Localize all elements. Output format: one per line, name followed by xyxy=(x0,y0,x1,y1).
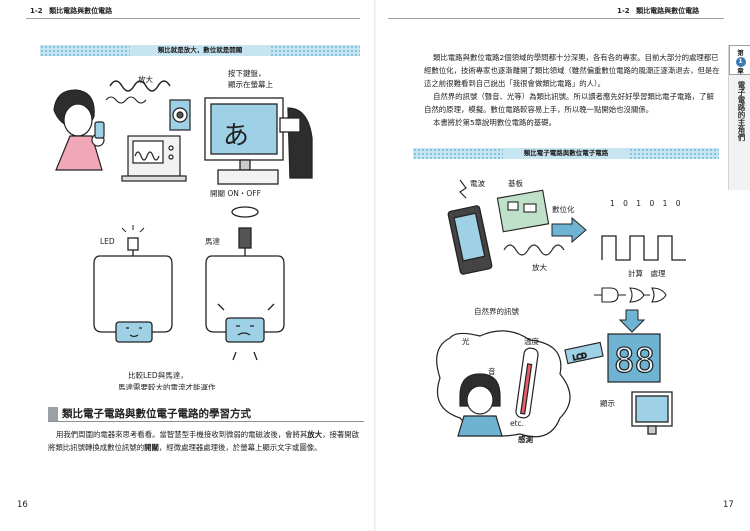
digital-pulse xyxy=(601,235,686,261)
sensor-label: 感測 xyxy=(518,434,533,444)
press-key-label-1: 按下鍵盤， xyxy=(228,68,266,78)
page-number-left: 16 xyxy=(17,500,28,510)
calc-label: 計算 處理 xyxy=(628,268,666,278)
running-header-right: 1-2 類比電路與數位電路 xyxy=(617,6,699,16)
logic-gates-icon xyxy=(594,287,667,303)
amp-switch-illustration: 放大 按下鍵盤， 顯示在螢幕上 あ 開關 ON・OFF LED xyxy=(53,68,313,390)
radio-wave-label: 電波 xyxy=(470,178,485,188)
oscilloscope-icon xyxy=(121,135,187,182)
smartphone-icon xyxy=(447,205,493,275)
led-circuit xyxy=(93,237,173,343)
chapter-prefix: 第 xyxy=(737,49,744,57)
body-left-bold-1: 放大 xyxy=(307,430,323,439)
computer-illustration xyxy=(204,97,313,185)
arrow-right-icon xyxy=(551,216,587,244)
section-number: 1-2 xyxy=(617,7,630,15)
radio-wave xyxy=(105,80,171,104)
amplify-label: 放大 xyxy=(532,262,547,272)
nature-cloud xyxy=(436,330,571,438)
nature-label: 自然界的訊號 xyxy=(474,306,519,316)
person-illustration xyxy=(457,373,503,437)
paragraph: 自然界的訊號（聲音、光等）為類比訊號。所以讀者應先好好學習類比電子電路，了解自然… xyxy=(424,92,714,114)
figure-banner-left: 類比就是放大，數位就是開關 xyxy=(40,45,360,56)
seven-segment-digits: 88 xyxy=(614,341,655,381)
temp-label: 溫度 xyxy=(524,336,539,346)
motor-label: 馬達 xyxy=(205,236,220,246)
press-key-label-2: 顯示在螢幕上 xyxy=(228,79,273,89)
led-glow xyxy=(121,225,145,233)
digital-bits: 1 0 1 0 1 0 xyxy=(610,199,684,208)
section-heading-text: 類比電子電路與數位電子電路的學習方式 xyxy=(62,408,251,420)
analog-digital-illustration: 電波 基板 放大 數位化 1 0 1 0 1 0 計算 處理 xyxy=(436,178,686,444)
book-gutter xyxy=(374,0,376,531)
board-label: 基板 xyxy=(508,178,523,188)
chapter-title: 電子電路的主角們 xyxy=(737,81,746,141)
led-label: LED xyxy=(100,237,115,246)
figure-banner-title: 類比就是放大，數位就是開關 xyxy=(157,46,243,54)
caption-line-1: 比較LED與馬達， xyxy=(128,370,188,380)
antenna-icon xyxy=(459,179,467,199)
body-left-bold-2: 開關 xyxy=(144,442,159,452)
monitor-icon xyxy=(631,391,673,435)
body-left-part-3: ，經微處理器處理後，於螢幕上顯示文字或圖像。 xyxy=(158,442,322,452)
body-left-part-2: ，接著開啟將類比訊號轉換成數位訊號的 xyxy=(48,430,360,452)
amplify-label: 放大 xyxy=(138,74,153,84)
page-number-right: 17 xyxy=(723,500,734,510)
chapter-number-box: 第 1 章 xyxy=(729,45,750,75)
chapter-suffix: 章 xyxy=(737,67,744,75)
section-number: 1-2 xyxy=(30,7,43,15)
arrow-down-icon xyxy=(618,309,646,333)
section-title: 類比電路與數位電路 xyxy=(636,7,700,15)
thermometer-icon xyxy=(515,347,539,419)
header-rule-left xyxy=(26,18,360,19)
circuit-board-icon xyxy=(496,189,550,233)
figure-banner-right: 類比電子電路與數位電子電路 xyxy=(413,148,719,159)
motor-circuit xyxy=(205,206,285,361)
section-heading: 類比電子電路與數位電子電路的學習方式 xyxy=(48,406,364,422)
paragraph: 本書將於第5章說明數位電路的基礎。 xyxy=(433,118,556,127)
running-header-left: 1-2 類比電路與數位電路 xyxy=(30,6,112,16)
seven-segment-display: 88 xyxy=(607,333,661,383)
etc-label: etc. xyxy=(510,419,524,428)
figure-banner-title: 類比電子電路與數位電子電路 xyxy=(523,149,609,157)
body-text-right: 類比電路與數位電路2個領域的學問都十分深奧，各有各的專家。目前大部分的處理都已經… xyxy=(424,51,720,129)
switch-label: 開關 ON・OFF xyxy=(210,189,261,198)
analog-wave xyxy=(503,244,565,256)
section-title: 類比電路與數位電路 xyxy=(49,7,113,15)
chapter-tab: 第 1 章 電子電路的主角們 xyxy=(728,45,750,190)
chapter-number-badge: 1 xyxy=(735,57,746,67)
speaker-icon xyxy=(169,99,191,131)
lcd-label: LCD xyxy=(572,352,588,363)
digitize-label: 數位化 xyxy=(552,204,575,214)
screen-character: あ xyxy=(223,121,249,151)
sound-label: 音 xyxy=(488,366,496,376)
body-left-part-1: 用我們周圍的電器來思考看看。當智慧型手機接收到微弱的電磁波後，會將其 xyxy=(56,430,308,439)
person-illustration xyxy=(53,89,105,171)
light-label: 光 xyxy=(462,336,470,346)
caption-line-2: 馬達需要較大的電流才能運作 xyxy=(118,382,216,390)
body-text-left: 用我們周圍的電器來思考看看。當智慧型手機接收到微弱的電磁波後，會將其放大，接著開… xyxy=(48,429,366,454)
display-label: 顯示 xyxy=(600,399,615,408)
header-rule-right xyxy=(388,18,724,19)
lcd-strip: LCD xyxy=(564,341,604,365)
paragraph: 類比電路與數位電路2個領域的學問都十分深奧，各有各的專家。目前大部分的處理都已經… xyxy=(424,53,720,88)
